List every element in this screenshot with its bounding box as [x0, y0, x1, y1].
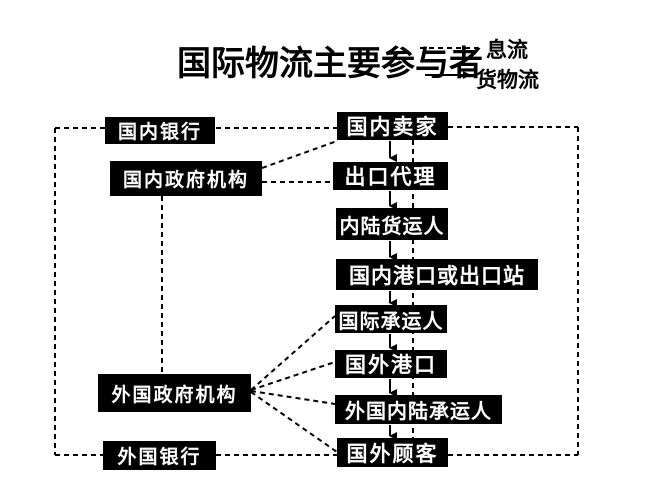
- node-foreign-customer: 国外顾客: [337, 438, 448, 467]
- dash-foreign-gov-to-customer: [250, 391, 338, 453]
- node-inland-freight-carrier: 内陆货运人: [336, 208, 448, 240]
- node-foreign-bank: 外国银行: [103, 441, 216, 470]
- node-domestic-seller: 国内卖家: [337, 112, 448, 140]
- legend-goods-flow-label: 货物流: [476, 68, 539, 92]
- node-domestic-government: 国内政府机构: [110, 161, 262, 196]
- dash-gov-to-seller: [261, 140, 338, 169]
- node-domestic-port-or-export-station: 国内港口或出口站: [336, 259, 538, 290]
- dash-foreign-gov-to-foreign-port: [250, 361, 336, 391]
- goods-flow-arrows: [389, 71, 471, 440]
- dash-foreign-gov-to-intl-carrier: [250, 315, 336, 391]
- node-domestic-bank: 国内银行: [105, 117, 215, 144]
- node-foreign-port: 国外港口: [335, 350, 447, 378]
- legend-info-flow-label: 息流: [486, 38, 528, 62]
- dash-foreign-gov-to-foreign-inland: [250, 390, 336, 405]
- node-foreign-government: 外国政府机构: [98, 374, 251, 412]
- node-international-carrier: 国际承运人: [335, 305, 447, 333]
- node-foreign-inland-carrier: 外国内陆承运人: [335, 395, 502, 424]
- node-export-agent: 出口代理: [333, 162, 448, 190]
- slide-title: 国际物流主要参与者: [177, 46, 483, 83]
